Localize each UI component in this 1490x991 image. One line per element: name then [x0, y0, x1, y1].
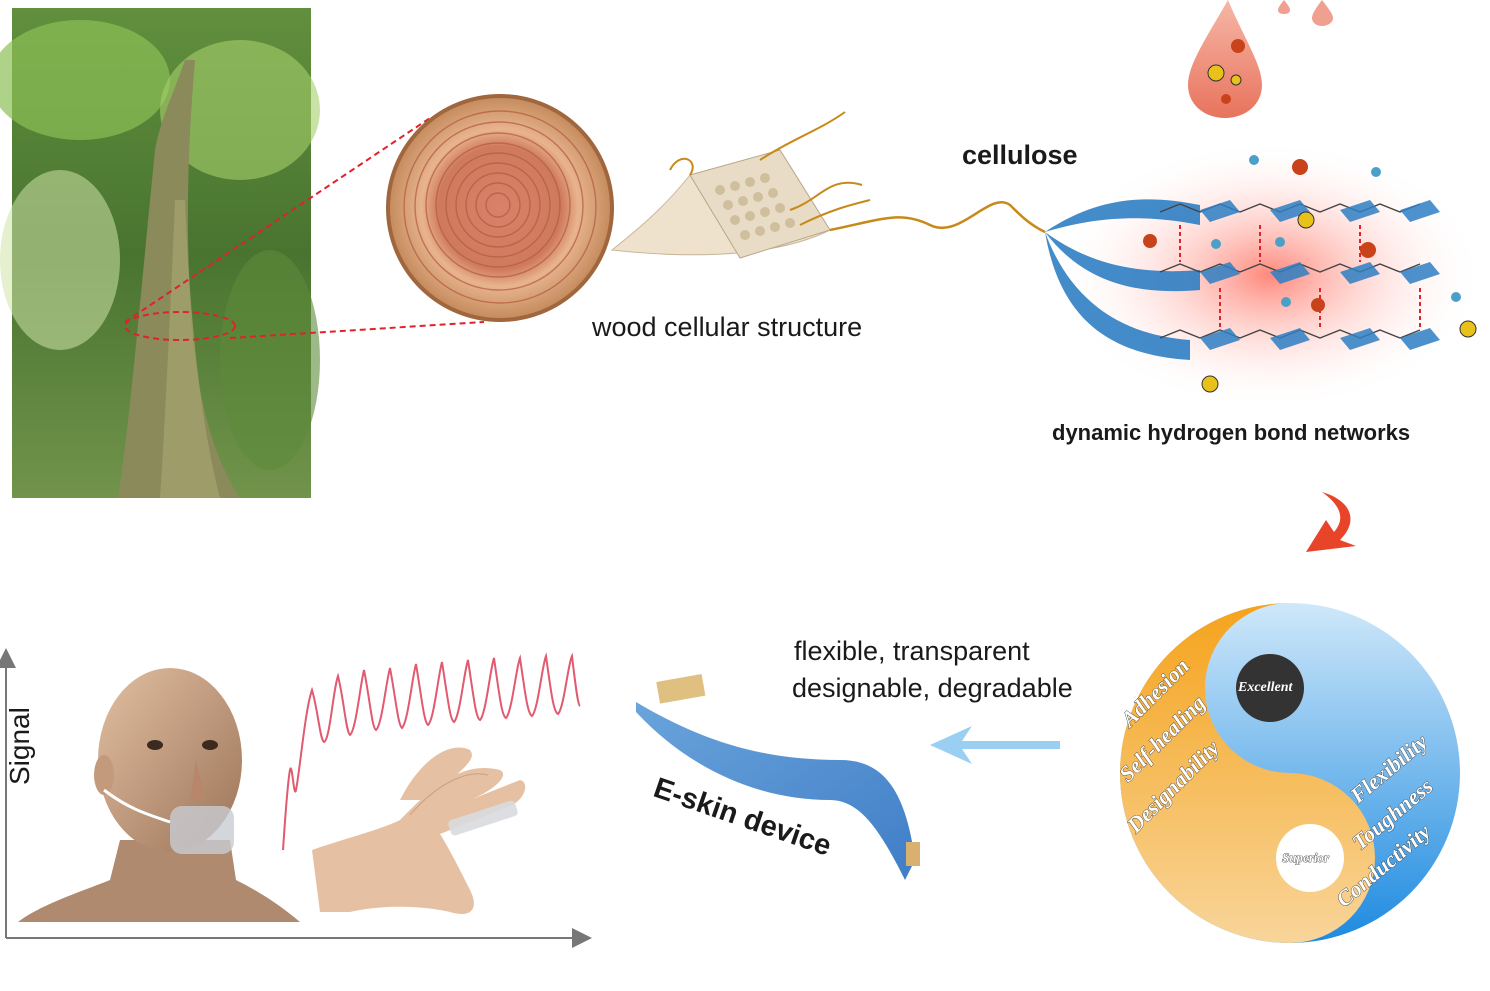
red-curved-arrow: [1306, 492, 1356, 552]
properties-label-line1: flexible, transparent: [794, 636, 1030, 666]
yin-dot-label: Excellent: [1237, 680, 1294, 695]
wood-log: [386, 94, 614, 322]
hand-figure: [312, 747, 526, 914]
yang-dot-label: Superior: [1282, 850, 1330, 865]
cellulose-label: cellulose: [962, 140, 1078, 170]
tree-photo: [0, 8, 320, 498]
signal-axes: [0, 648, 592, 948]
blue-left-arrow: [930, 726, 1060, 764]
hydrogen-bond-label: dynamic hydrogen bond networks: [1052, 420, 1411, 445]
hydrogen-bond-network: [1045, 140, 1485, 410]
signal-axis-label: Signal: [4, 707, 35, 785]
eskin-film: [636, 674, 920, 880]
properties-label-line2: designable, degradable: [792, 673, 1073, 703]
wood-structure-label: wood cellular structure: [592, 312, 863, 342]
zoom-indicator: [124, 117, 485, 341]
head-figure: [18, 668, 300, 922]
yin-yang-diagram: [1120, 603, 1460, 943]
ion-droplet: [1188, 0, 1333, 118]
cellular-structure: [610, 111, 1046, 259]
signal-wave: [282, 652, 581, 851]
